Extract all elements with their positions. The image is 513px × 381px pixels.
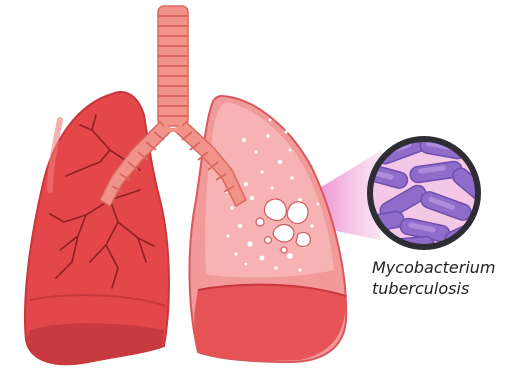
trachea [158,6,188,126]
pathogen-label-line2: tuberculosis [372,279,469,299]
right-lung [190,96,347,362]
pathogen-label-line1: Mycobacterium [372,258,495,278]
left-lung [25,92,169,364]
